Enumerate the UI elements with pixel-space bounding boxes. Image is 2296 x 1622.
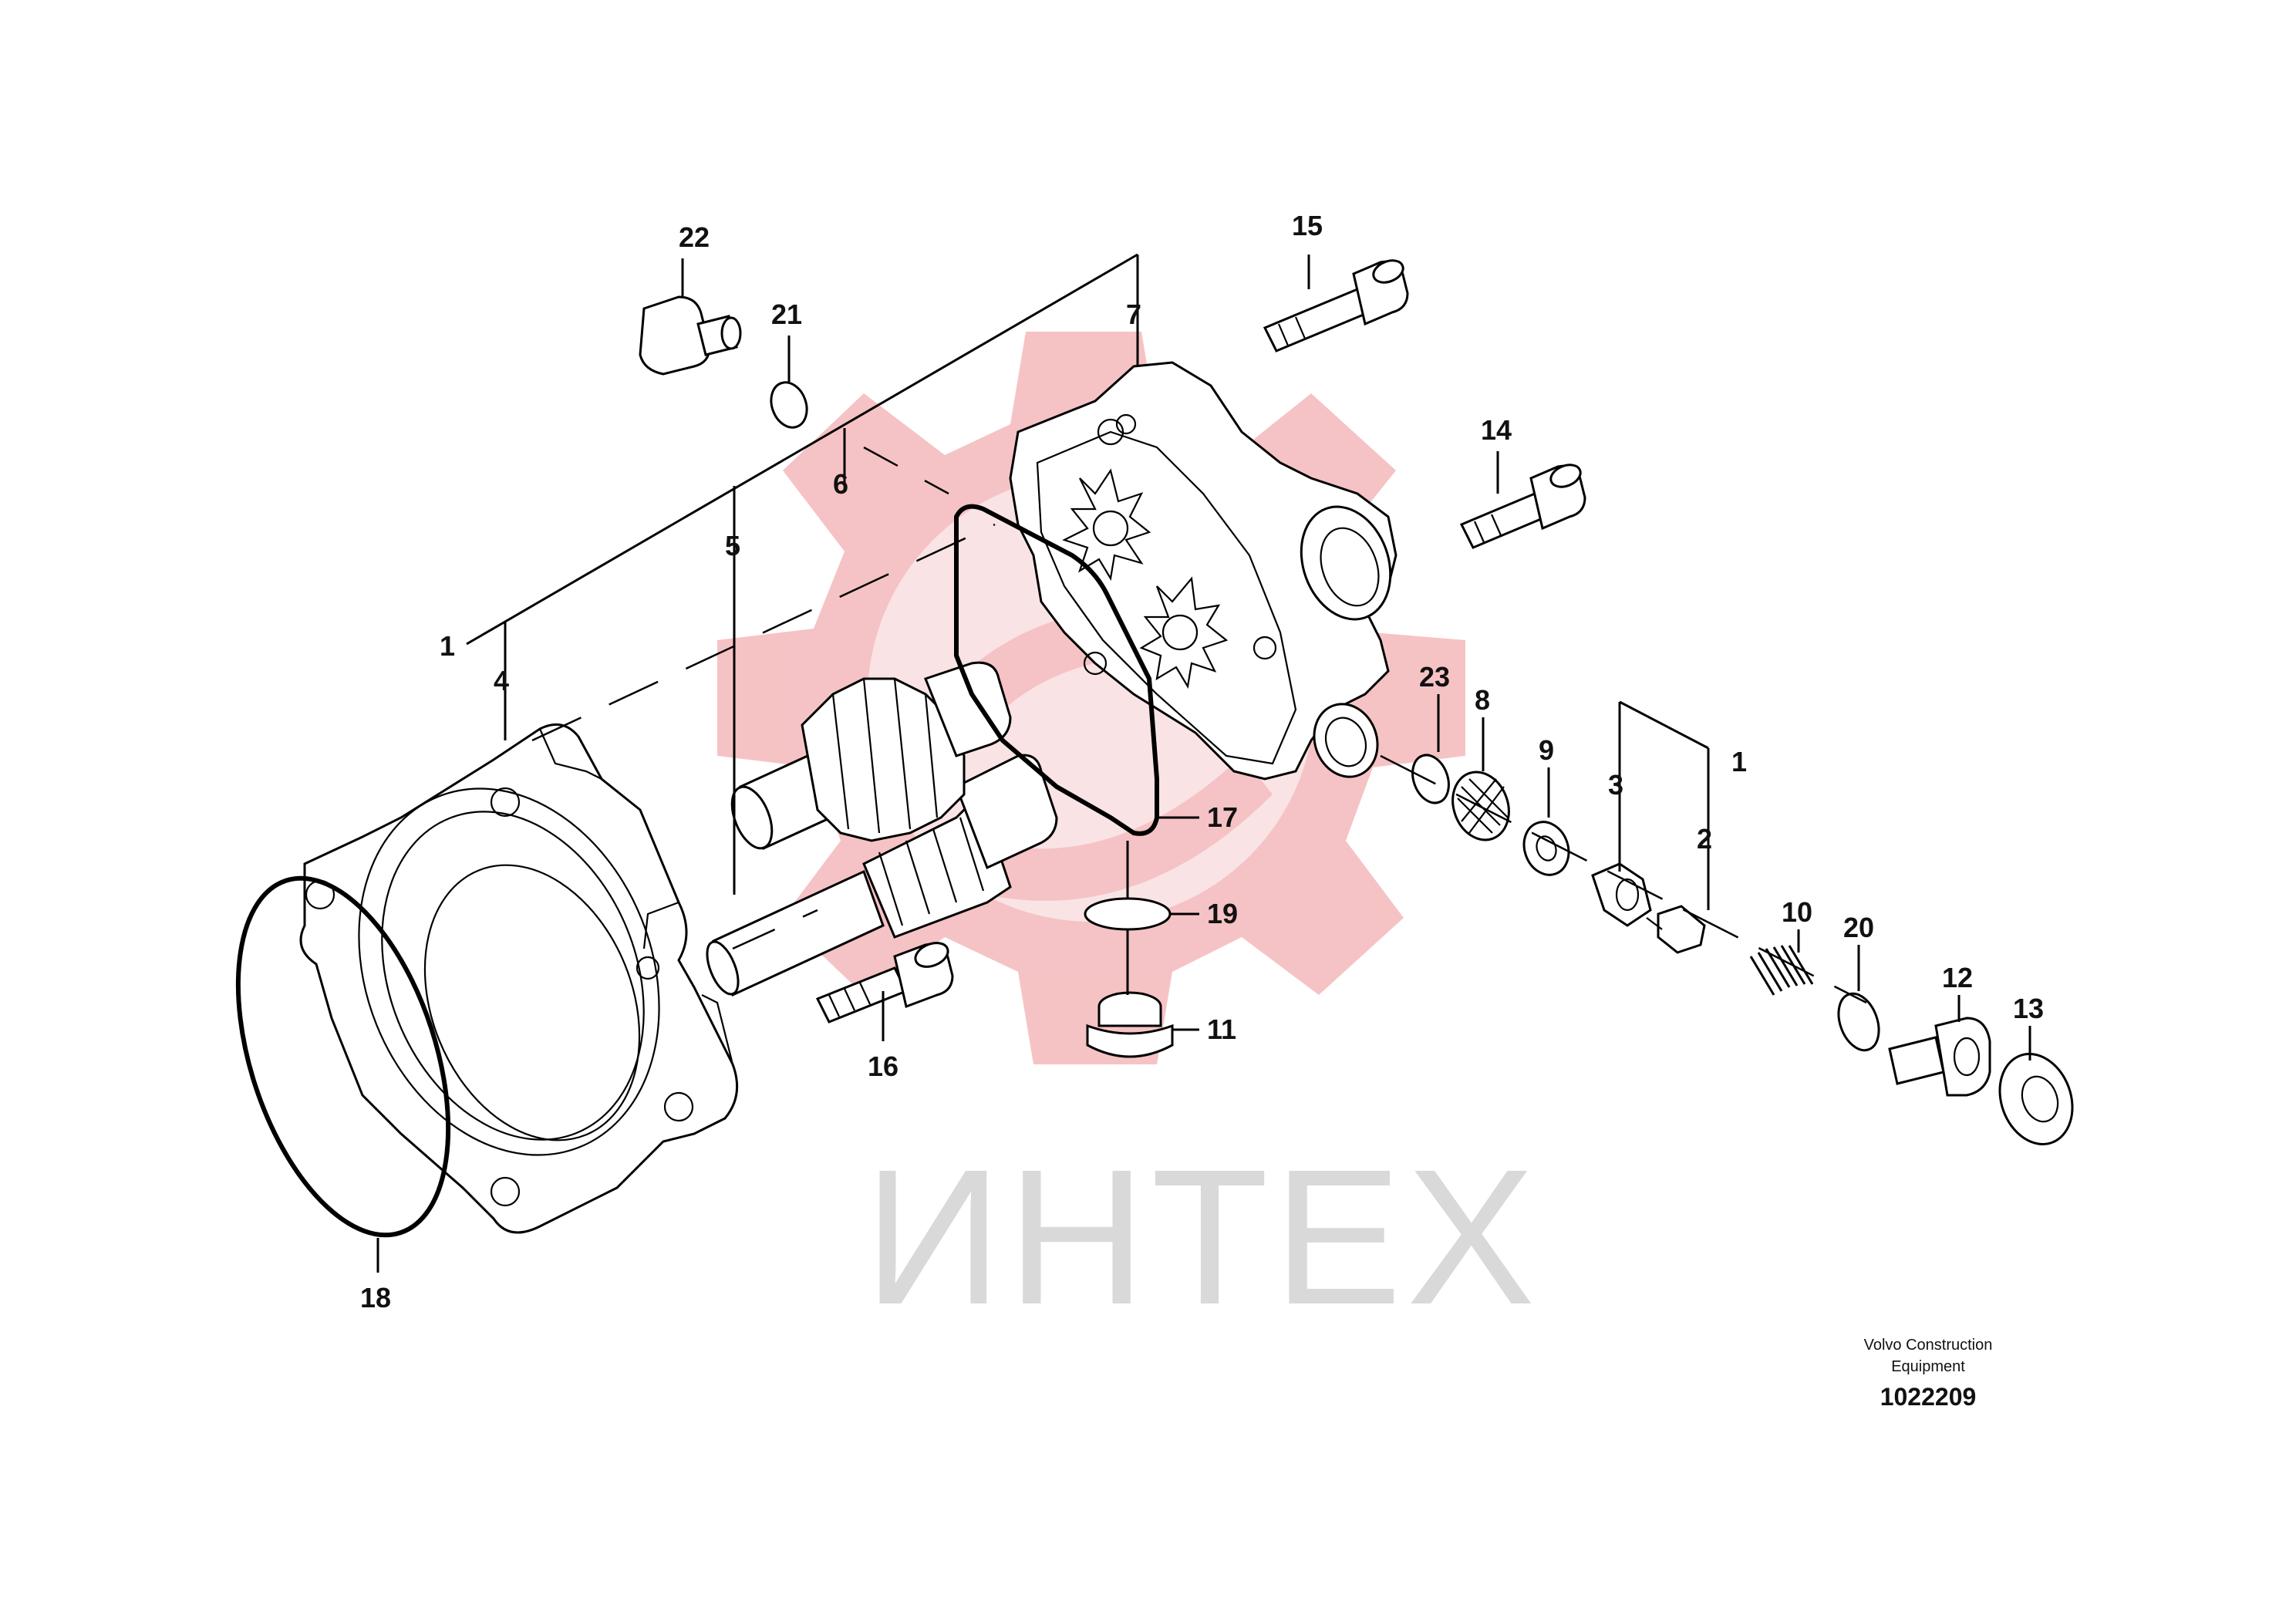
spring-part-10	[1749, 945, 1814, 996]
screw-part-15	[1263, 259, 1409, 352]
leader-lines	[376, 253, 2031, 1273]
callout-18: 18	[360, 1282, 391, 1313]
snap-ring-part-23	[1411, 754, 1450, 804]
driven-gear-shaft-part-6	[730, 661, 1012, 851]
plug-part-22	[639, 295, 742, 376]
watermark-text: ИНТЕХ	[864, 1129, 1539, 1344]
callout-11: 11	[1207, 1013, 1236, 1045]
callout-19: 19	[1207, 898, 1238, 929]
caption-block: Volvo Construction Equipment 1022209	[1864, 1337, 1993, 1411]
callout-22: 22	[679, 221, 710, 253]
callout-10: 10	[1782, 896, 1812, 928]
large-o-ring-part-18	[235, 875, 451, 1238]
valve-plug-part-12	[1888, 1017, 1991, 1097]
callout-16: 16	[868, 1050, 899, 1082]
o-ring-part-21	[770, 381, 808, 429]
valve-part-2	[1646, 905, 1706, 954]
pump-cover-part-7	[1009, 361, 1397, 781]
callout-labels: 22 21 7 6 5 1 4 15 14 23 8 9 3 1 2 10 20…	[360, 210, 2044, 1313]
caption-manufacturer: Volvo Construction	[1864, 1337, 1993, 1354]
callout-15: 15	[1292, 210, 1323, 241]
callout-5: 5	[725, 530, 740, 561]
caption-manufacturer-line2: Equipment	[1891, 1358, 1965, 1375]
callout-3: 3	[1608, 769, 1623, 801]
callout-4: 4	[494, 665, 509, 696]
plug-part-11	[1086, 991, 1174, 1058]
cover-seal-part-17	[954, 504, 1159, 836]
pump-housing-part-4	[299, 723, 739, 1234]
washer-part-9	[1522, 821, 1570, 876]
callout-12: 12	[1942, 962, 1973, 993]
callout-1: 1	[440, 630, 455, 662]
screw-part-16	[815, 942, 954, 1023]
callout-6: 6	[833, 468, 848, 500]
drive-gear-shaft-part-5	[706, 754, 1058, 997]
callout-21: 21	[771, 298, 802, 330]
screw-part-14	[1459, 464, 1586, 549]
callout-2: 2	[1697, 823, 1712, 855]
callout-8: 8	[1475, 684, 1490, 716]
callout-1-valve: 1	[1731, 746, 1747, 777]
nut-part-13	[1998, 1053, 2074, 1145]
callout-20: 20	[1843, 912, 1874, 943]
document-number: 1022209	[1880, 1383, 1977, 1411]
o-ring-part-19	[1084, 897, 1172, 931]
callout-14: 14	[1481, 414, 1512, 446]
callout-23: 23	[1419, 661, 1450, 693]
callout-7: 7	[1126, 298, 1141, 330]
callout-17: 17	[1207, 801, 1238, 833]
callout-9: 9	[1539, 734, 1554, 766]
center-lines	[531, 446, 1867, 1004]
valve-seat-part-3	[1591, 862, 1652, 927]
callout-13: 13	[2013, 993, 2044, 1024]
